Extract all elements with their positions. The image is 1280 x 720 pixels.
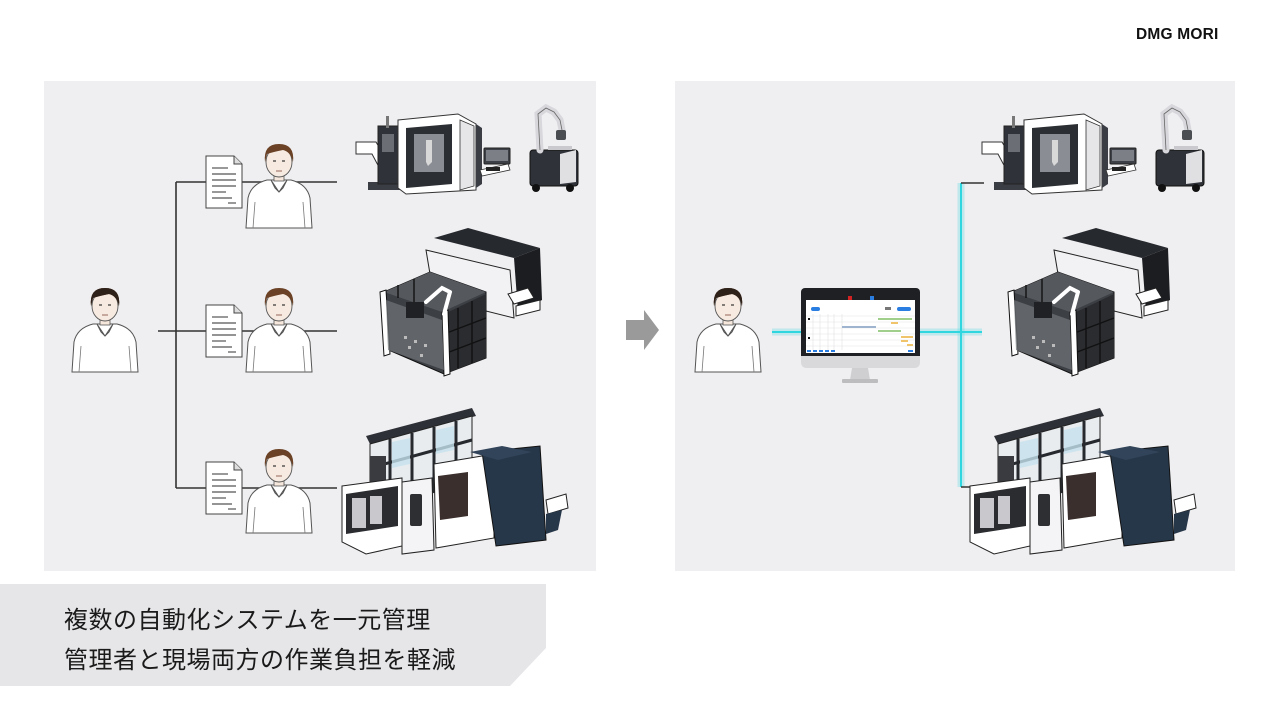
arrow-right-icon	[626, 310, 659, 350]
manager-person-icon	[72, 288, 138, 372]
operator-person-icon	[245, 143, 313, 229]
operator-person-icon	[245, 448, 313, 534]
document-icon	[205, 304, 243, 358]
robot-cell-illustration	[378, 226, 544, 378]
machining-center-robot-illustration	[356, 108, 578, 194]
caption-line-1: 複数の自動化システムを一元管理	[64, 606, 431, 634]
manager-person-icon	[695, 288, 761, 372]
machining-center-robot-illustration	[982, 108, 1204, 194]
caption-line-2: 管理者と現場両方の作業負担を軽減	[64, 646, 456, 674]
caption-banner	[0, 584, 546, 686]
document-icon	[205, 155, 243, 209]
operator-person-icon	[245, 287, 313, 373]
document-icon	[205, 461, 243, 515]
dmg-mori-logo: DMG MORI	[1136, 26, 1219, 43]
large-automation-system-illustration	[968, 406, 1198, 556]
after-connectors	[772, 182, 984, 488]
robot-cell-illustration	[1006, 226, 1172, 378]
before-connectors	[158, 181, 337, 489]
scheduling-monitor-icon	[801, 288, 920, 383]
large-automation-system-illustration	[340, 406, 570, 556]
